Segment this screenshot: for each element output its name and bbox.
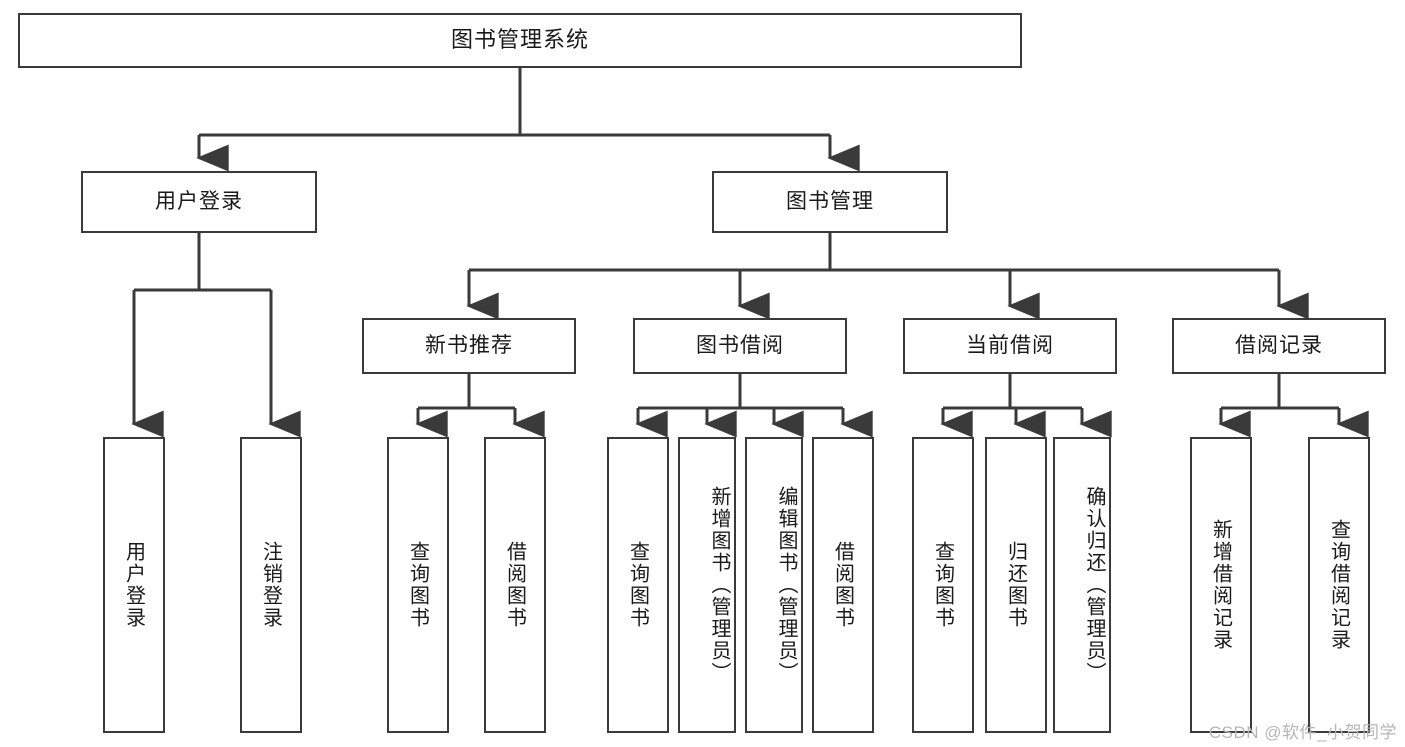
node-leaf-confirm-return-admin[interactable]: 确认归还（管理员）	[1053, 437, 1111, 733]
node-new-book-rec[interactable]: 新书推荐	[362, 318, 576, 374]
node-leaf-add-record-label: 新增借阅记录	[1209, 519, 1232, 651]
node-leaf-query-book-2-label: 查询图书	[626, 541, 649, 629]
node-book-borrow-label: 图书借阅	[696, 334, 784, 358]
node-leaf-borrow-book-1[interactable]: 借阅图书	[484, 437, 546, 733]
node-leaf-add-book-admin-label: 新增图书（管理员）	[708, 486, 730, 684]
node-leaf-borrow-book-1-label: 借阅图书	[503, 541, 526, 629]
node-leaf-query-book-3[interactable]: 查询图书	[912, 437, 974, 733]
node-leaf-add-record[interactable]: 新增借阅记录	[1190, 437, 1252, 733]
node-leaf-query-record-label: 查询借阅记录	[1327, 519, 1350, 651]
node-leaf-logout-label: 注销登录	[259, 541, 282, 629]
node-current-borrow[interactable]: 当前借阅	[903, 318, 1117, 374]
watermark: CSDN @软件_小贺同学	[1208, 723, 1397, 742]
node-leaf-query-book-3-label: 查询图书	[931, 541, 954, 629]
node-leaf-edit-book-admin[interactable]: 编辑图书（管理员）	[745, 437, 803, 733]
node-leaf-edit-book-admin-label: 编辑图书（管理员）	[775, 486, 797, 684]
node-book-borrow[interactable]: 图书借阅	[633, 318, 847, 374]
node-leaf-confirm-return-admin-label: 确认归还（管理员）	[1083, 486, 1105, 684]
node-leaf-user-login[interactable]: 用户登录	[103, 437, 165, 733]
node-book-manage-label: 图书管理	[786, 190, 874, 214]
node-leaf-borrow-book-2[interactable]: 借阅图书	[812, 437, 874, 733]
node-user-login[interactable]: 用户登录	[81, 171, 317, 233]
node-root-label: 图书管理系统	[450, 27, 589, 53]
node-leaf-return-book[interactable]: 归还图书	[985, 437, 1047, 733]
node-leaf-add-book-admin[interactable]: 新增图书（管理员）	[678, 437, 736, 733]
node-root[interactable]: 图书管理系统	[18, 13, 1022, 68]
node-leaf-query-record[interactable]: 查询借阅记录	[1308, 437, 1370, 733]
node-leaf-logout[interactable]: 注销登录	[240, 437, 302, 733]
node-leaf-return-book-label: 归还图书	[1004, 541, 1027, 629]
node-book-manage[interactable]: 图书管理	[712, 171, 948, 233]
node-borrow-record[interactable]: 借阅记录	[1172, 318, 1386, 374]
node-leaf-query-book-2[interactable]: 查询图书	[607, 437, 669, 733]
node-leaf-borrow-book-2-label: 借阅图书	[831, 541, 854, 629]
node-current-borrow-label: 当前借阅	[966, 334, 1054, 358]
node-borrow-record-label: 借阅记录	[1235, 334, 1323, 358]
node-leaf-query-book-1-label: 查询图书	[406, 541, 429, 629]
node-user-login-label: 用户登录	[155, 190, 243, 214]
node-new-book-rec-label: 新书推荐	[425, 334, 513, 358]
node-leaf-user-login-label: 用户登录	[122, 541, 145, 629]
node-leaf-query-book-1[interactable]: 查询图书	[387, 437, 449, 733]
